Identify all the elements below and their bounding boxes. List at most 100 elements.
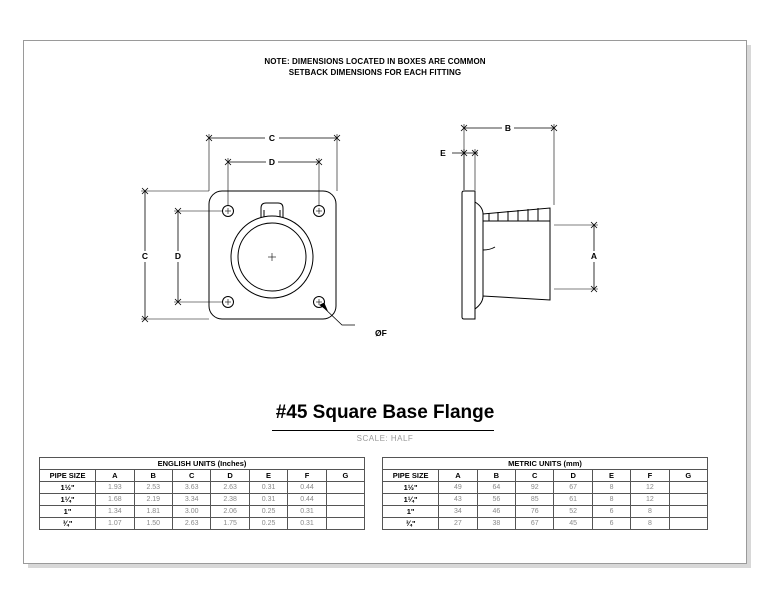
col-header: D bbox=[210, 469, 250, 482]
english-units-heading: ENGLISH UNITS (Inches) bbox=[39, 457, 365, 470]
side-body-profile bbox=[474, 201, 551, 310]
sheet-shadow-bottom bbox=[28, 564, 751, 568]
table-row: 1" 34 46 76 52 6 8 bbox=[381, 505, 709, 518]
table-cell bbox=[325, 481, 366, 494]
drawing-sheet bbox=[23, 40, 747, 564]
table-row: 1¼" 1.68 2.19 3.34 2.38 0.31 0.44 bbox=[38, 493, 366, 506]
pipe-size-cell: 1¼" bbox=[38, 493, 97, 506]
table-cell: 2.63 bbox=[210, 481, 250, 494]
table-cell: 12 bbox=[630, 493, 670, 506]
table-cell bbox=[668, 505, 709, 518]
table-cell: 0.31 bbox=[248, 493, 289, 506]
metric-units-table: METRIC UNITS (mm) PIPE SIZE A B C D E F … bbox=[381, 457, 709, 530]
table-cell: 1.93 bbox=[95, 481, 135, 494]
col-header: A bbox=[95, 469, 135, 482]
drawing-title: #45 Square Base Flange bbox=[275, 402, 495, 423]
table-cell: 56 bbox=[476, 493, 517, 506]
table-cell: 1.07 bbox=[95, 517, 135, 530]
table-cell: 6 bbox=[591, 517, 632, 530]
pipe-size-cell: ¾" bbox=[38, 517, 97, 530]
col-header: C bbox=[171, 469, 212, 482]
col-header: D bbox=[553, 469, 593, 482]
table-cell: 45 bbox=[553, 517, 593, 530]
col-header: F bbox=[630, 469, 670, 482]
table-cell bbox=[325, 517, 366, 530]
label-b: B bbox=[505, 123, 511, 133]
metric-header-row: PIPE SIZE A B C D E F G bbox=[381, 469, 709, 482]
table-cell: 27 bbox=[438, 517, 478, 530]
label-hole-diameter: ØF bbox=[375, 328, 387, 338]
table-cell: 43 bbox=[438, 493, 478, 506]
note-line-2: SETBACK DIMENSIONS FOR EACH FITTING bbox=[288, 68, 462, 77]
label-d-left: D bbox=[175, 251, 181, 261]
table-cell bbox=[668, 493, 709, 506]
table-row: ¾" 1.07 1.50 2.63 1.75 0.25 0.31 bbox=[38, 517, 366, 530]
mount-hole-bottom-right bbox=[313, 296, 325, 308]
label-a: A bbox=[591, 251, 597, 261]
pipe-size-cell: 1" bbox=[381, 505, 440, 518]
table-cell: 8 bbox=[630, 517, 670, 530]
table-cell: 67 bbox=[515, 517, 555, 530]
pipe-size-cell: 1¼" bbox=[381, 493, 440, 506]
table-cell: 0.31 bbox=[287, 517, 327, 530]
table-cell: 12 bbox=[630, 481, 670, 494]
english-units-table: ENGLISH UNITS (Inches) PIPE SIZE A B C D… bbox=[38, 457, 366, 530]
table-cell bbox=[325, 505, 366, 518]
table-cell bbox=[668, 481, 709, 494]
col-header: G bbox=[668, 469, 709, 482]
dim-e bbox=[452, 149, 479, 190]
table-cell: 8 bbox=[630, 505, 670, 518]
table-cell: 0.31 bbox=[248, 481, 289, 494]
pipe-size-cell: 1½" bbox=[38, 481, 97, 494]
col-header: B bbox=[476, 469, 517, 482]
flange-base-plate bbox=[208, 190, 337, 320]
table-cell: 0.44 bbox=[287, 481, 327, 494]
pipe-size-cell: 1½" bbox=[381, 481, 440, 494]
table-cell: 38 bbox=[476, 517, 517, 530]
socket-inner-circle bbox=[237, 222, 307, 292]
title-underline bbox=[272, 430, 494, 431]
table-cell: 1.34 bbox=[95, 505, 135, 518]
mount-hole-bottom-left bbox=[222, 296, 234, 308]
table-cell: 3.63 bbox=[171, 481, 212, 494]
table-cell: 1.68 bbox=[95, 493, 135, 506]
side-view bbox=[452, 124, 598, 320]
table-cell: 1.50 bbox=[133, 517, 173, 530]
front-view bbox=[141, 134, 355, 326]
hole-diameter-leader bbox=[319, 302, 355, 326]
col-header: PIPE SIZE bbox=[38, 469, 97, 482]
table-row: ¾" 27 38 67 45 6 8 bbox=[381, 517, 709, 530]
table-cell: 2.06 bbox=[210, 505, 250, 518]
table-cell: 46 bbox=[476, 505, 517, 518]
col-header: G bbox=[325, 469, 366, 482]
table-cell: 64 bbox=[476, 481, 517, 494]
setback-note: NOTE: DIMENSIONS LOCATED IN BOXES ARE CO… bbox=[210, 56, 540, 78]
table-cell: 1.81 bbox=[133, 505, 173, 518]
table-cell: 1.75 bbox=[210, 517, 250, 530]
table-cell: 34 bbox=[438, 505, 478, 518]
table-cell bbox=[668, 517, 709, 530]
table-cell bbox=[325, 493, 366, 506]
socket-outer-circle bbox=[230, 215, 314, 299]
label-c-left: C bbox=[142, 251, 148, 261]
table-row: 1½" 1.93 2.53 3.63 2.63 0.31 0.44 bbox=[38, 481, 366, 494]
table-row: 1¼" 43 56 85 61 8 12 bbox=[381, 493, 709, 506]
table-cell: 2.53 bbox=[133, 481, 173, 494]
table-cell: 76 bbox=[515, 505, 555, 518]
col-header: E bbox=[248, 469, 289, 482]
mount-hole-top-right bbox=[313, 205, 325, 217]
table-cell: 49 bbox=[438, 481, 478, 494]
side-flange-plate bbox=[461, 190, 476, 320]
label-d-top: D bbox=[269, 157, 275, 167]
scale-label: SCALE: HALF bbox=[356, 434, 414, 443]
table-cell: 0.25 bbox=[248, 505, 289, 518]
table-cell: 0.31 bbox=[287, 505, 327, 518]
table-cell: 3.00 bbox=[171, 505, 212, 518]
set-screw-boss bbox=[260, 202, 284, 218]
col-header: PIPE SIZE bbox=[381, 469, 440, 482]
pipe-size-cell: 1" bbox=[38, 505, 97, 518]
table-row: 1" 1.34 1.81 3.00 2.06 0.25 0.31 bbox=[38, 505, 366, 518]
pipe-size-cell: ¾" bbox=[381, 517, 440, 530]
table-cell: 85 bbox=[515, 493, 555, 506]
